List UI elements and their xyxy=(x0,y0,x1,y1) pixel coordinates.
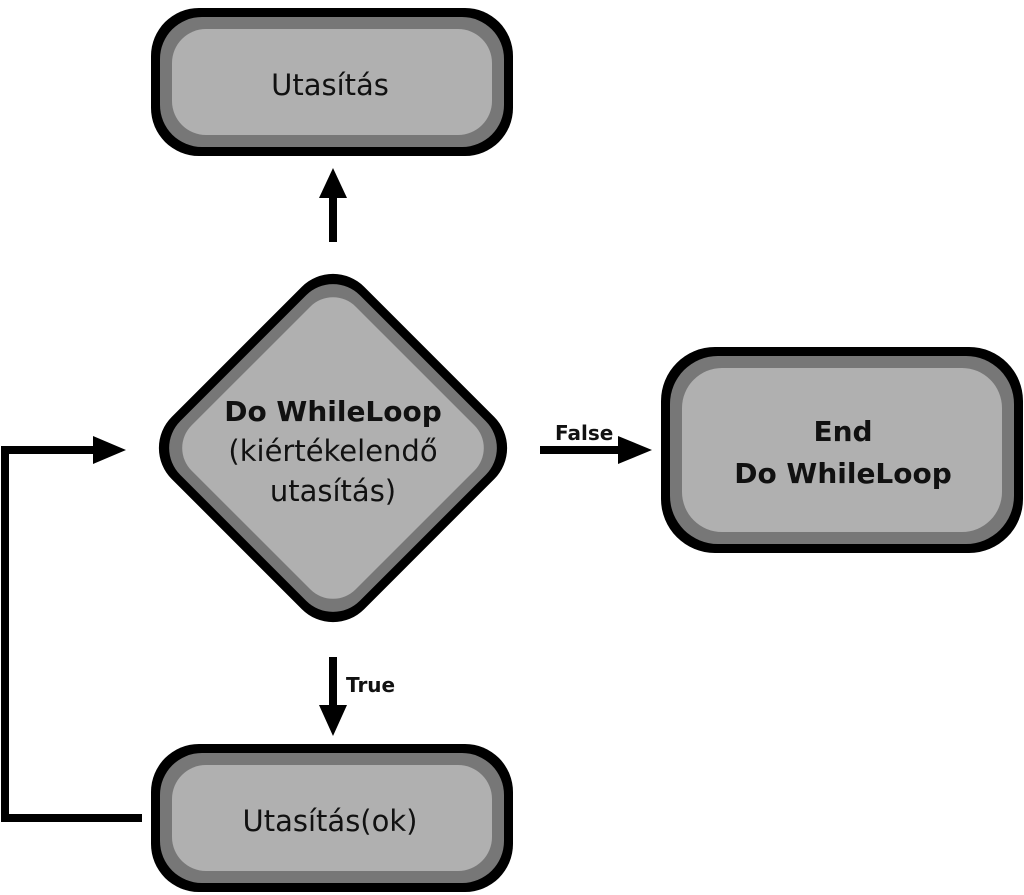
true-label: True xyxy=(346,673,395,697)
end-line2: Do WhileLoop xyxy=(734,457,952,490)
node-body-statements: Utasítás(ok) xyxy=(151,744,513,892)
condition-title: Do WhileLoop xyxy=(224,395,442,428)
edge-condition-to-end: False xyxy=(540,421,652,464)
condition-line2: (kiértékelendő xyxy=(228,434,437,468)
body-statements-label: Utasítás(ok) xyxy=(243,804,418,838)
statement-label: Utasítás xyxy=(271,68,389,102)
arrowhead-loop-right xyxy=(93,436,126,464)
node-condition: Do WhileLoop (kiértékelendő utasítás) xyxy=(158,273,508,623)
condition-line3: utasítás) xyxy=(270,474,396,508)
node-end: End Do WhileLoop xyxy=(661,347,1023,553)
edge-body-loop-back xyxy=(1,436,142,822)
false-label: False xyxy=(555,421,613,445)
arrowhead-up xyxy=(319,168,347,198)
edge-condition-to-body: True xyxy=(319,657,395,736)
node-statement: Utasítás xyxy=(151,8,513,156)
edge-condition-to-statement xyxy=(319,168,347,242)
end-line1: End xyxy=(813,415,872,448)
arrowhead-down xyxy=(319,705,347,736)
arrowhead-right xyxy=(618,436,652,464)
